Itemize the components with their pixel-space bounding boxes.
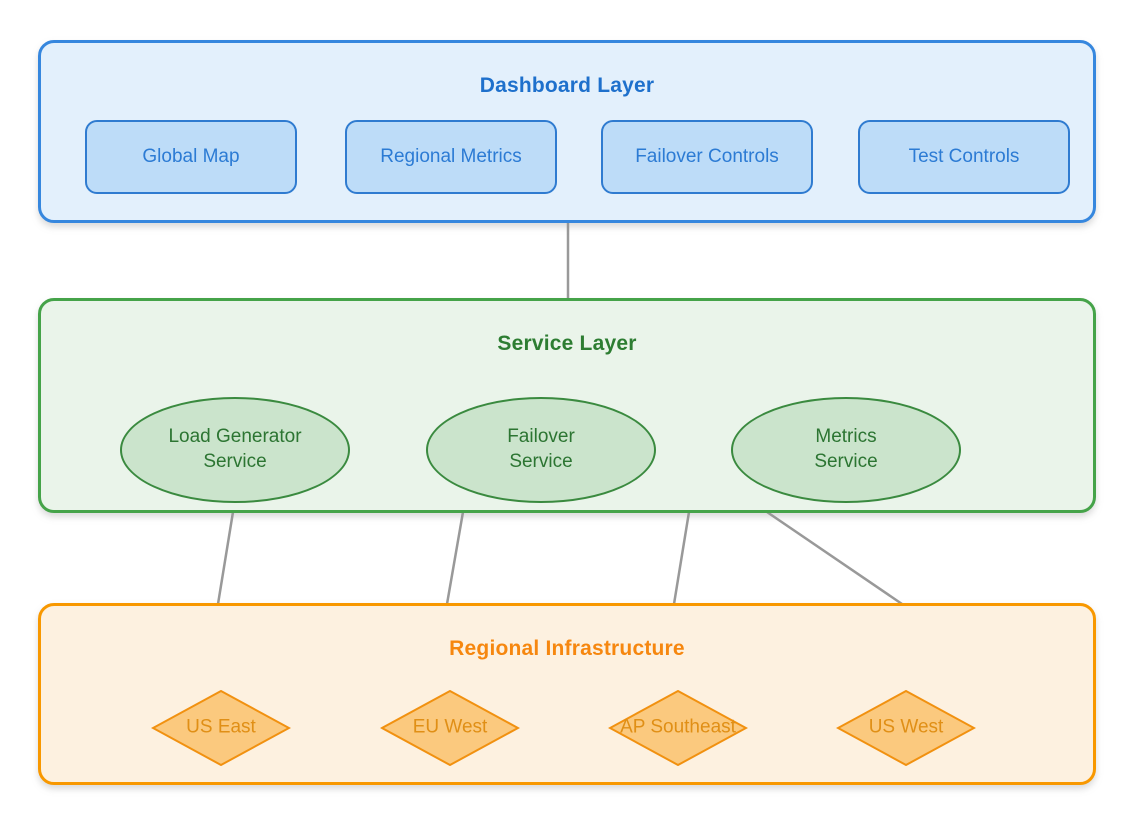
- node-global-map: Global Map: [85, 120, 297, 194]
- diamond-shape-icon: [608, 690, 748, 766]
- regional-infrastructure-container: Regional Infrastructure US East EU West …: [38, 603, 1096, 785]
- regional-infrastructure-title: Regional Infrastructure: [449, 637, 685, 660]
- node-label-ap-southeast: AP Southeast: [620, 716, 736, 738]
- node-label-load-generator-service: Load Generator Service: [168, 426, 302, 472]
- service-layer-container: Service Layer Load Generator Service Fai…: [38, 298, 1096, 513]
- node-test-controls: Test Controls: [858, 120, 1070, 194]
- node-failover-controls: Failover Controls: [601, 120, 813, 194]
- diamond-shape-icon: [836, 690, 976, 766]
- node-label-us-west: US West: [868, 716, 944, 738]
- node-us-west: US West: [836, 690, 976, 766]
- diamond-shape-icon: [380, 690, 520, 766]
- node-label-failover-controls: Failover Controls: [635, 146, 779, 167]
- diamond-shape-icon: [151, 690, 291, 766]
- dashboard-layer-title: Dashboard Layer: [479, 74, 655, 97]
- node-label-test-controls: Test Controls: [908, 146, 1020, 167]
- node-label-global-map: Global Map: [142, 146, 240, 167]
- node-failover-service: Failover Service: [426, 397, 656, 503]
- node-label-metrics-service: Metrics Service: [814, 426, 878, 472]
- dashboard-layer-container: Dashboard Layer Global Map Regional Metr…: [38, 40, 1096, 223]
- node-metrics-service: Metrics Service: [731, 397, 961, 503]
- node-eu-west: EU West: [380, 690, 520, 766]
- node-label-regional-metrics: Regional Metrics: [380, 146, 522, 167]
- node-load-generator-service: Load Generator Service: [120, 397, 350, 503]
- node-label-us-east: US East: [186, 716, 256, 738]
- service-layer-title: Service Layer: [497, 332, 637, 355]
- node-us-east: US East: [151, 690, 291, 766]
- node-label-failover-service: Failover Service: [507, 426, 575, 472]
- node-regional-metrics: Regional Metrics: [345, 120, 557, 194]
- node-ap-southeast: AP Southeast: [608, 690, 748, 766]
- node-label-eu-west: EU West: [412, 716, 488, 738]
